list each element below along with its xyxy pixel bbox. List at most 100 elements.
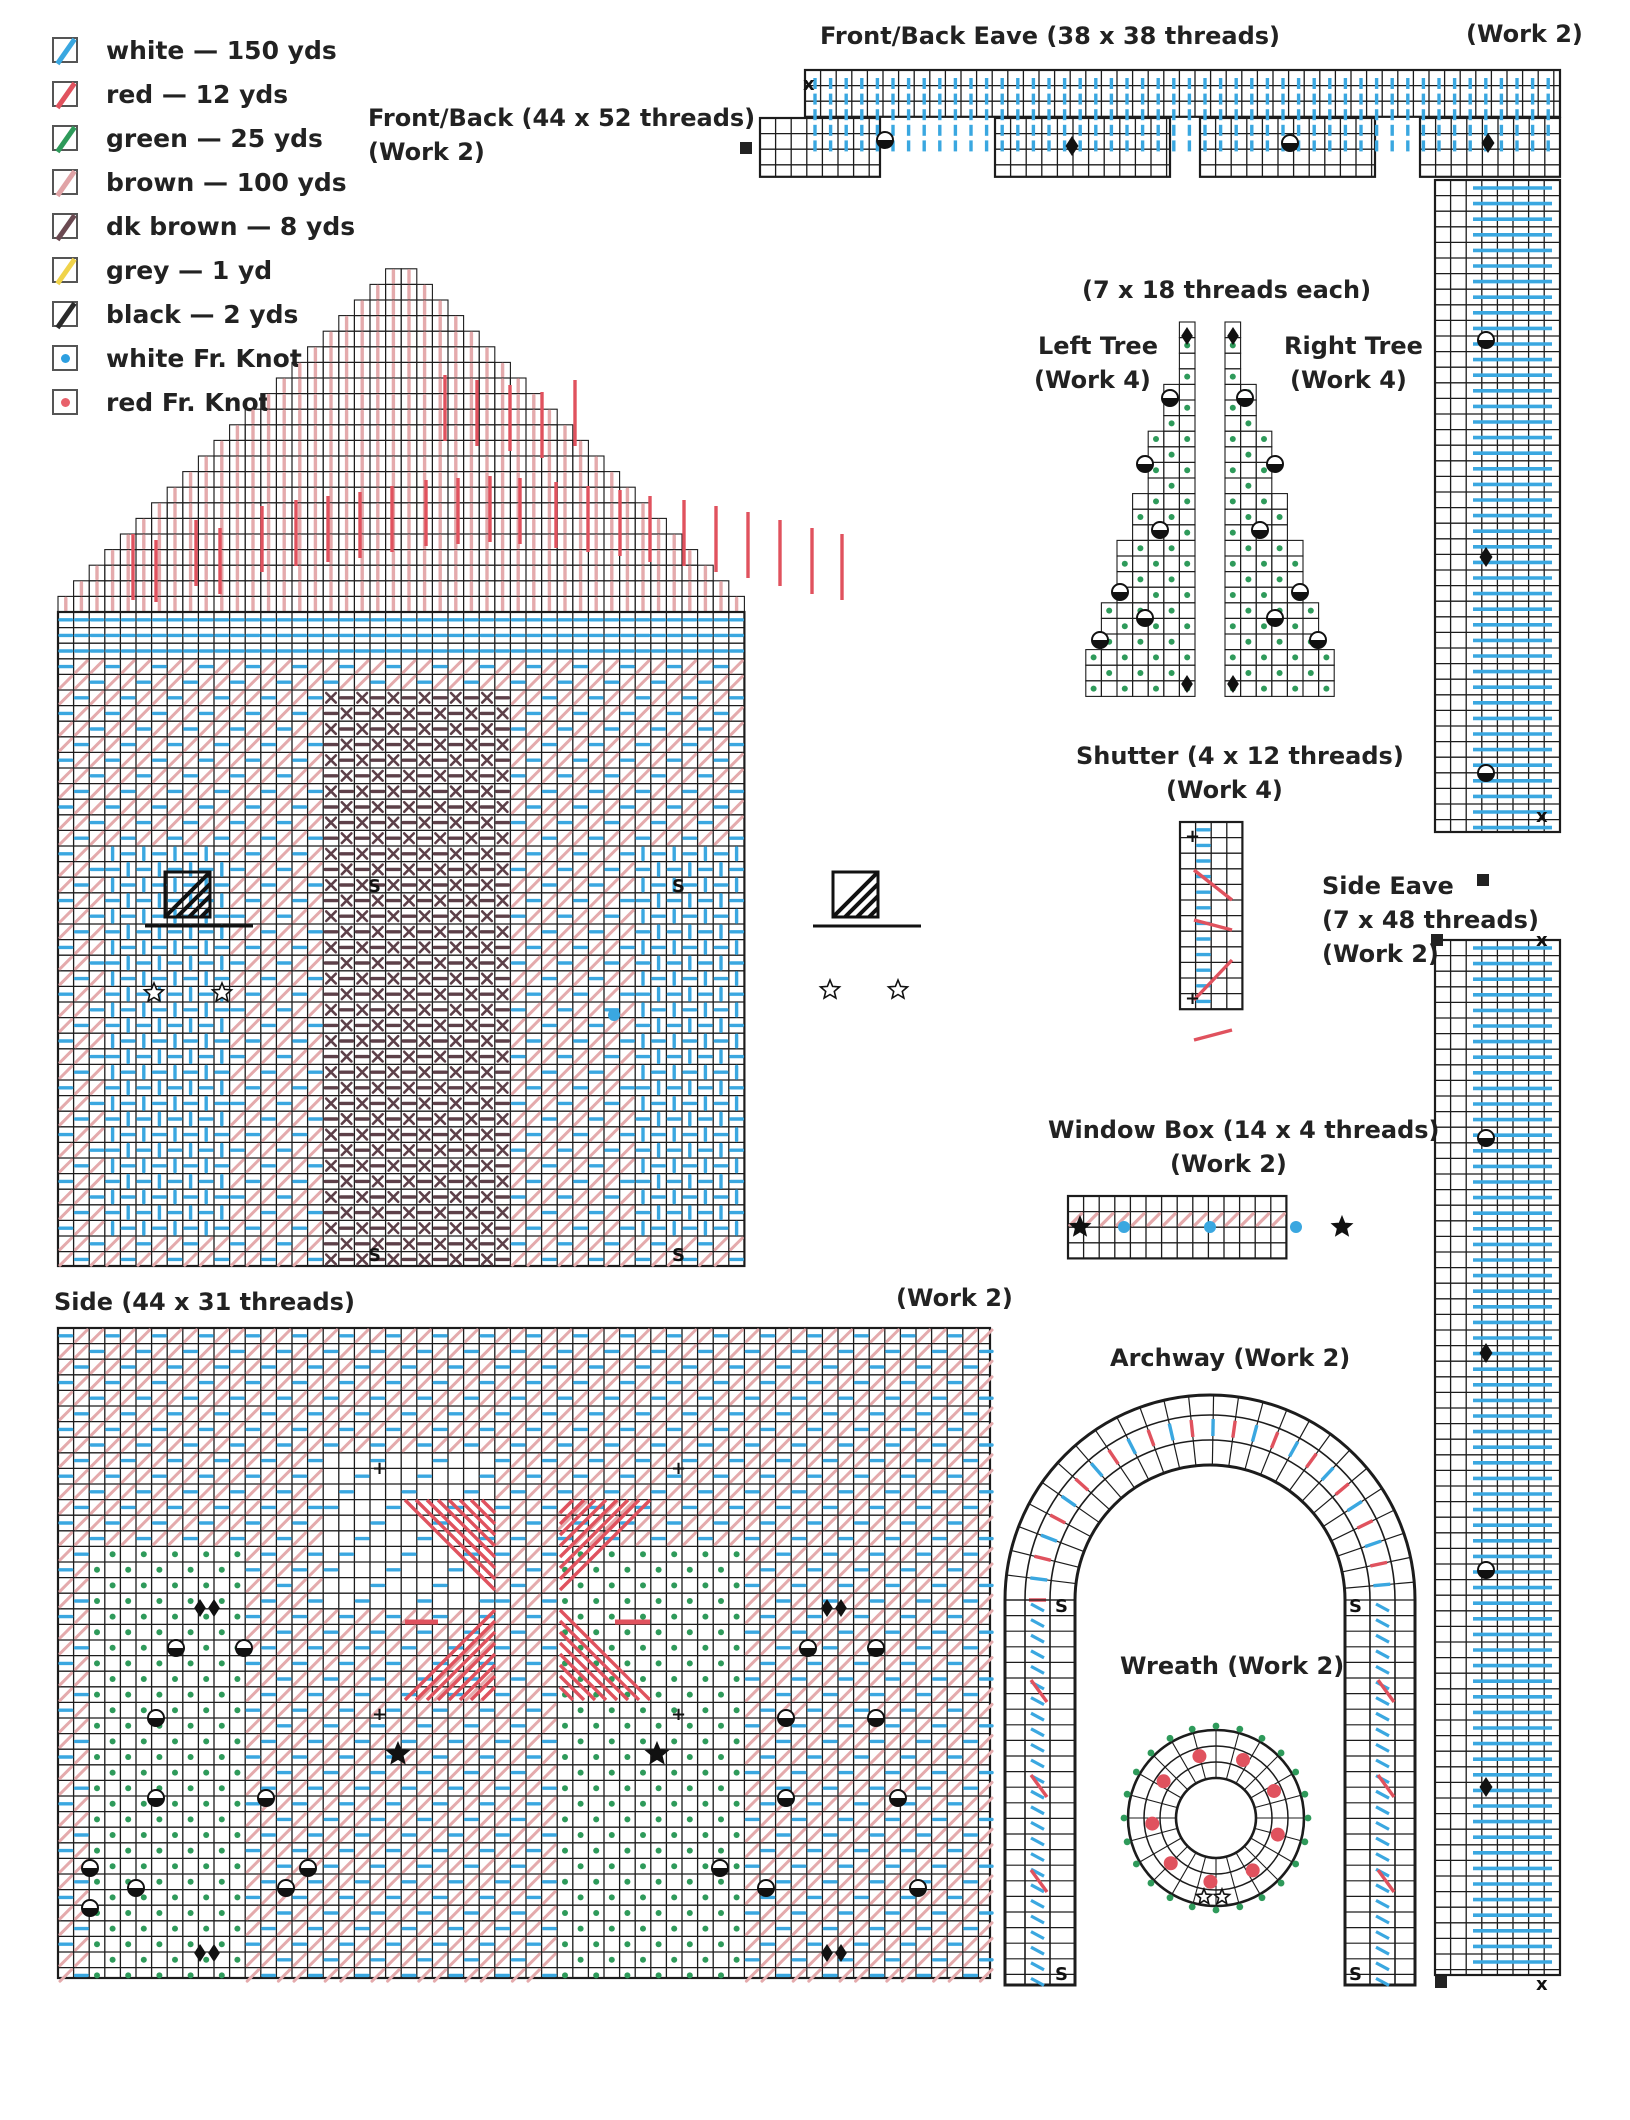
ornament-marker: [867, 1639, 885, 1657]
white-french-knot: [1290, 1221, 1302, 1233]
ornament-marker: [1477, 331, 1495, 349]
diamond-marker: [1479, 1777, 1493, 1797]
red-french-knot: [1245, 1863, 1260, 1878]
star-marker: [818, 977, 842, 1000]
seam-marker-s: S: [672, 1245, 685, 1266]
diamond-marker: [821, 1944, 833, 1962]
ornament-marker: [799, 1639, 817, 1657]
ornament-marker: [127, 1879, 145, 1897]
legend-label: green — 25 yds: [106, 123, 323, 153]
color-key: white — 150 yds red — 12 yds green — 25 yd…: [52, 28, 355, 424]
diamond-marker: [208, 1944, 220, 1962]
front-back-work-count: (Work 2): [368, 138, 485, 166]
ornament-marker: [757, 1879, 775, 1897]
dk-brown-yarn-icon: [52, 213, 78, 242]
ornament-marker: [777, 1789, 795, 1807]
side-eave-size: (7 x 48 threads): [1322, 906, 1539, 934]
ornament-marker: [147, 1709, 165, 1727]
star-marker: [886, 977, 910, 1000]
square-marker: [1435, 1976, 1447, 1988]
side-eave-title: Side Eave: [1322, 872, 1454, 900]
red-french-knot: [1156, 1774, 1171, 1789]
red-french-knot: [1163, 1856, 1178, 1871]
star-marker: [210, 980, 234, 1003]
left-tree-work-count: (Work 4): [1034, 366, 1151, 394]
ornament-marker: [889, 1789, 907, 1807]
brown-yarn-icon: [52, 169, 78, 198]
legend-label: red Fr. Knot: [106, 387, 271, 417]
right-tree-work-count: (Work 4): [1290, 366, 1407, 394]
white-french-knot: [608, 1009, 620, 1021]
diamond-marker: [835, 1944, 847, 1962]
shutter-title: Shutter (4 x 12 threads): [1076, 742, 1404, 770]
seam-marker-s: S: [672, 876, 685, 897]
side-eave-work-count: (Work 2): [1322, 940, 1439, 968]
legend-item: white Fr. Knot: [52, 336, 355, 380]
ornament-marker: [1281, 134, 1299, 152]
right-tree-chart: [1224, 321, 1335, 697]
ornament-marker: [1236, 389, 1254, 407]
ornament-marker: [1477, 1129, 1495, 1147]
diamond-marker: [208, 1599, 220, 1617]
front-back-title: Front/Back (44 x 52 threads): [368, 104, 756, 132]
legend-label: grey — 1 yd: [106, 255, 273, 285]
legend-item: dk brown — 8 yds: [52, 204, 355, 248]
red-french-knot: [1203, 1874, 1218, 1889]
diamond-marker: [1479, 1343, 1493, 1363]
seam-marker-s: S: [368, 876, 381, 897]
star-marker: [1330, 1214, 1354, 1237]
corner-marker-plus: +: [1185, 826, 1200, 847]
seam-marker-s: S: [1349, 1596, 1362, 1617]
front-back-eave-work-count: (Work 2): [1466, 20, 1583, 48]
seam-marker-s: S: [1055, 1596, 1068, 1617]
legend-label: black — 2 yds: [106, 299, 299, 329]
ornament-marker: [1251, 521, 1269, 539]
red-yarn-icon: [52, 81, 78, 110]
square-marker: [740, 142, 752, 154]
front-back-roof: [57, 268, 844, 613]
side-chart: + + + +: [56, 1326, 994, 1983]
corner-marker-plus: +: [671, 1704, 686, 1725]
ornament-marker: [1111, 583, 1129, 601]
right-tree-title: Right Tree: [1284, 332, 1423, 360]
ornament-marker: [147, 1789, 165, 1807]
archway-title: Archway (Work 2): [1110, 1344, 1351, 1372]
white-french-knot: [1118, 1221, 1130, 1233]
ornament-marker: [1477, 1561, 1495, 1579]
star-marker: [385, 1740, 411, 1765]
legend-item: black — 2 yds: [52, 292, 355, 336]
legend-item: white — 150 yds: [52, 28, 355, 72]
square-marker: [1477, 874, 1489, 886]
diamond-marker: [1479, 547, 1493, 567]
legend-label: white — 150 yds: [106, 35, 337, 65]
corner-marker-plus: +: [372, 1704, 387, 1725]
legend-item: green — 25 yds: [52, 116, 355, 160]
grey-yarn-icon: [52, 257, 78, 286]
legend-item: red — 12 yds: [52, 72, 355, 116]
red-french-knot-icon: [52, 389, 78, 415]
ornament-marker: [711, 1859, 729, 1877]
star-marker: [142, 980, 166, 1003]
star-marker: [1194, 1886, 1214, 1906]
red-french-knot: [1192, 1749, 1207, 1764]
ornament-marker: [777, 1709, 795, 1727]
ornament-marker: [1151, 521, 1169, 539]
side-eave-chart: xxx: [1431, 806, 1562, 1995]
side-work-count: (Work 2): [896, 1284, 1013, 1312]
ornament-marker: [1477, 764, 1495, 782]
front-back-eave-chart: x: [740, 68, 1562, 178]
seam-marker-s: S: [1349, 1964, 1362, 1985]
red-french-knot: [1145, 1816, 1160, 1831]
window-box-title: Window Box (14 x 4 threads): [1048, 1116, 1440, 1144]
corner-marker-plus: +: [372, 1458, 387, 1479]
red-french-knot: [1270, 1827, 1285, 1842]
corner-marker-x: x: [1536, 806, 1548, 827]
corner-marker-plus: +: [671, 1458, 686, 1479]
tree-size-label: (7 x 18 threads each): [1082, 276, 1372, 304]
diamond-marker: [1227, 675, 1239, 693]
ornament-marker: [81, 1859, 99, 1877]
window-box-work-count: (Work 2): [1170, 1150, 1287, 1178]
diamond-marker: [1227, 327, 1239, 345]
